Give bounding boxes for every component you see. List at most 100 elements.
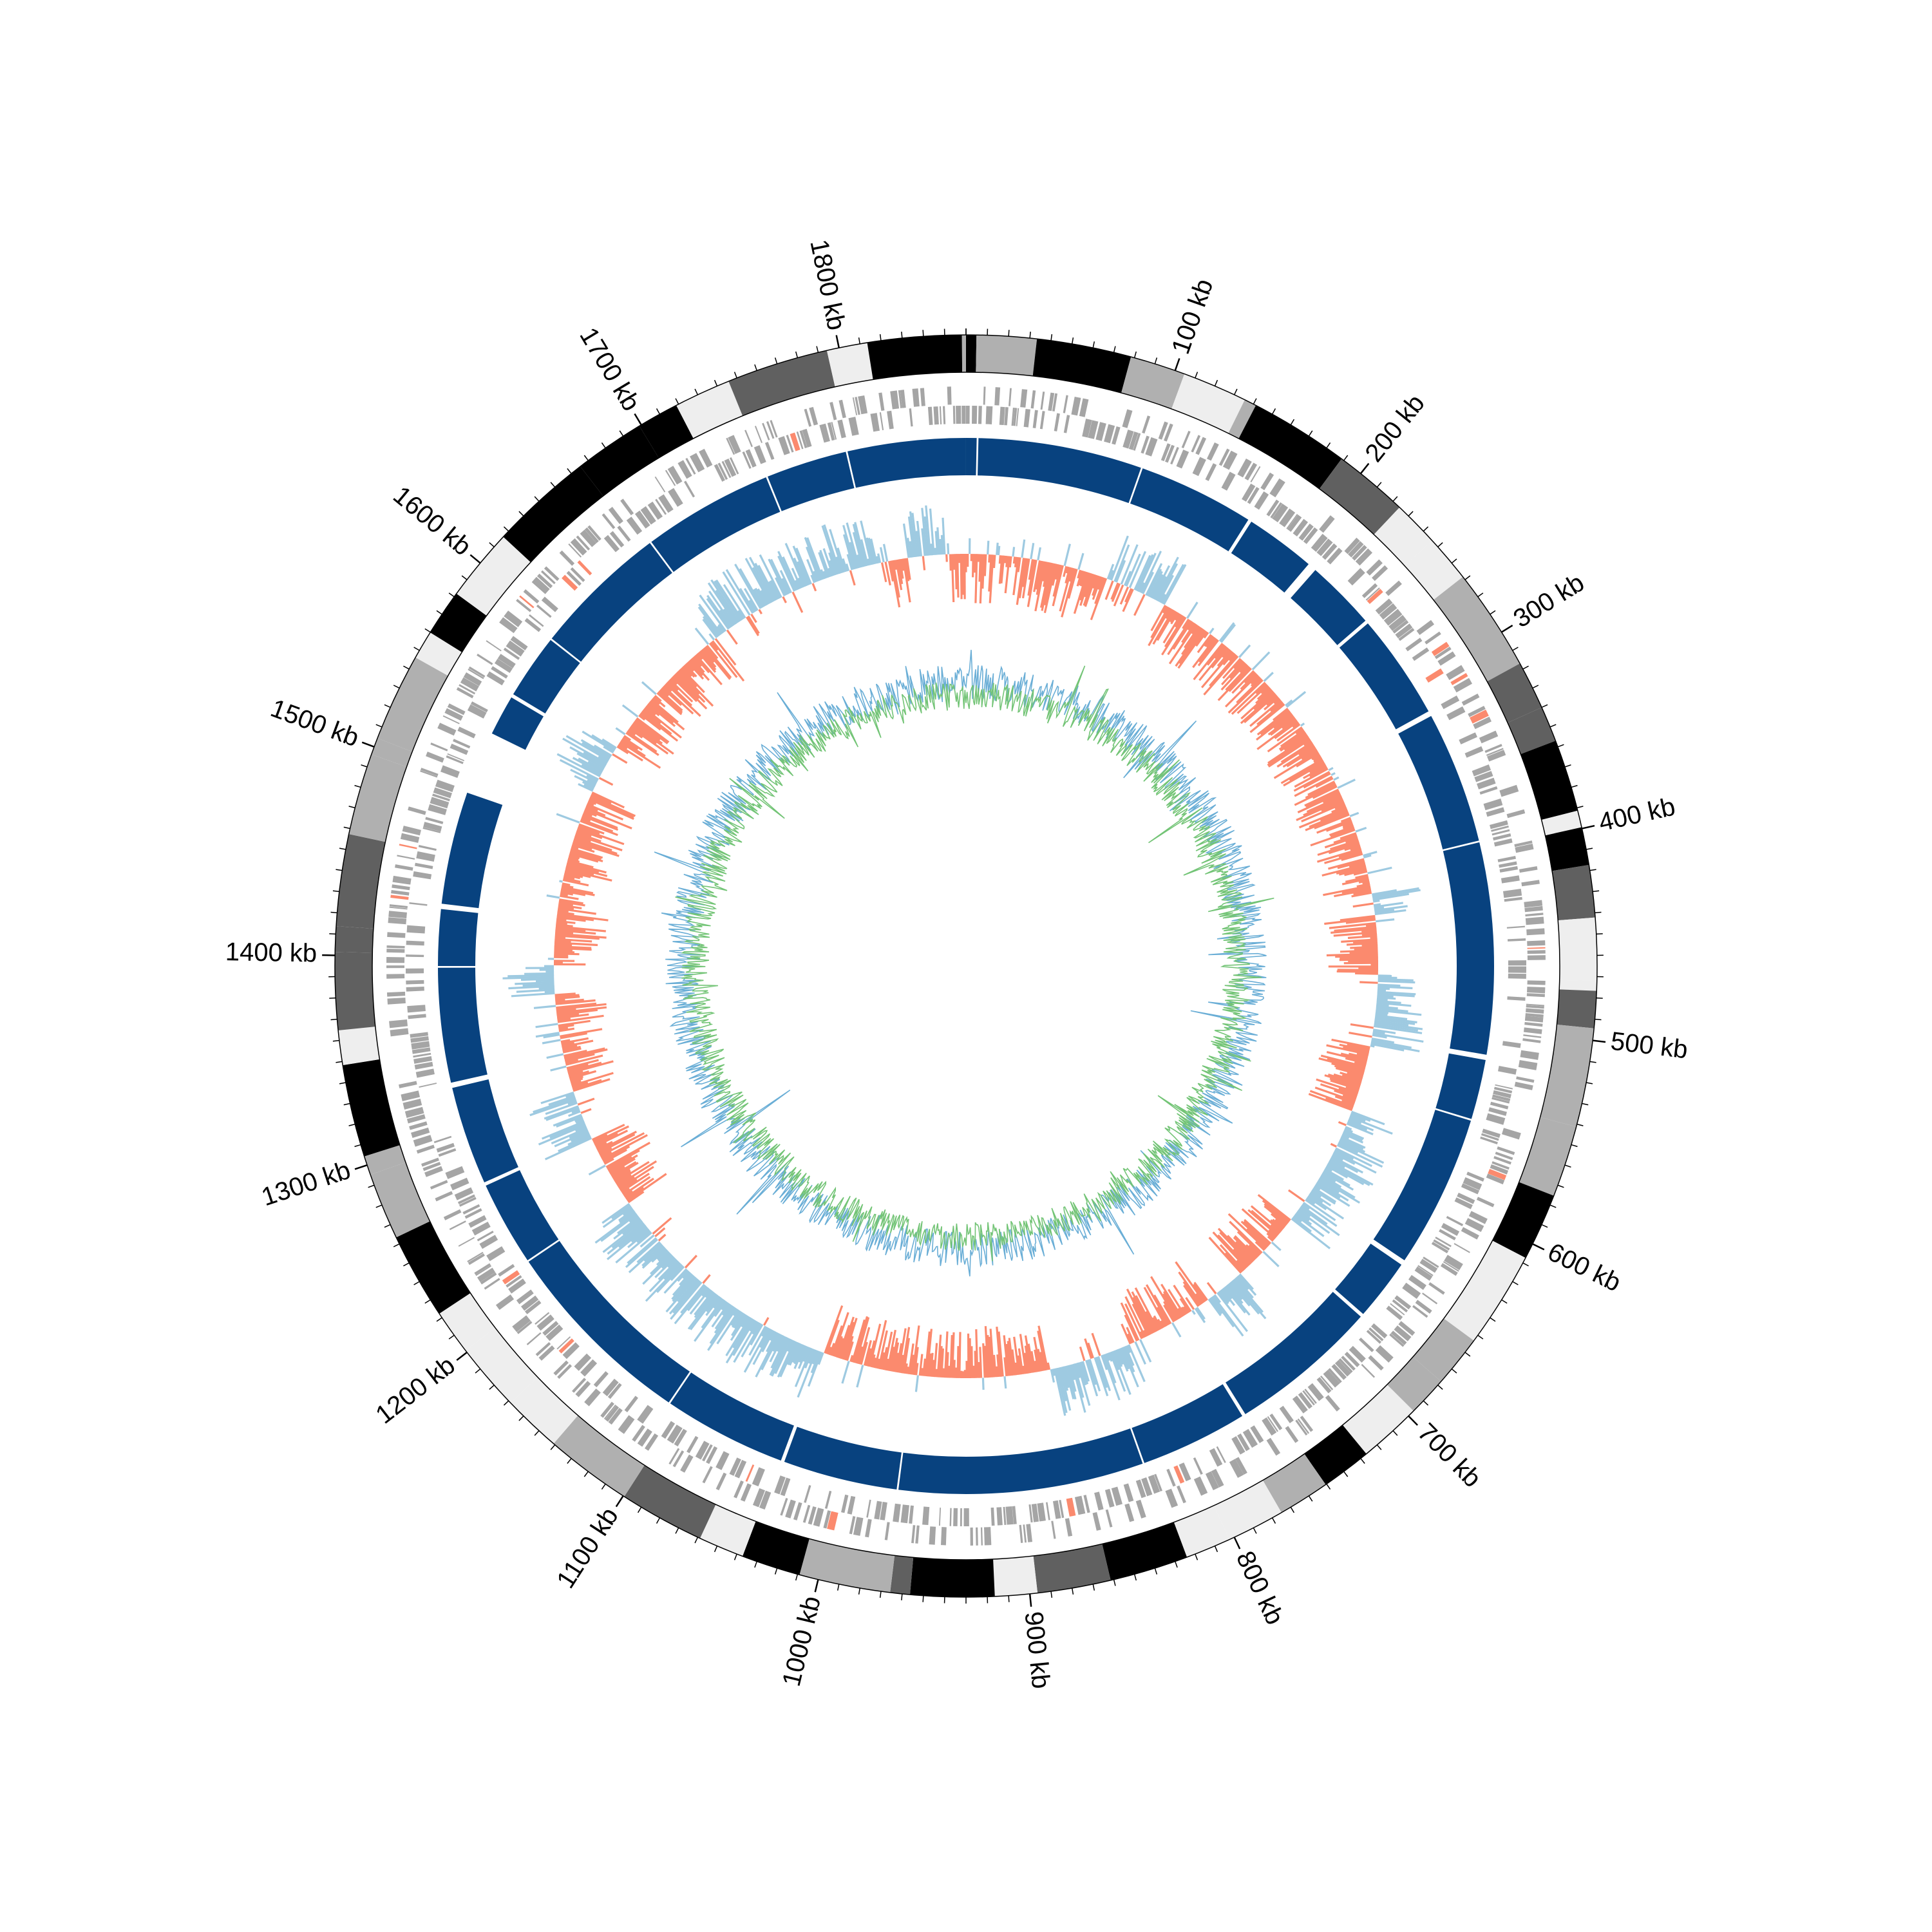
- skew-bar-negative: [1235, 1241, 1255, 1262]
- gene-feature: [1366, 559, 1383, 576]
- skew-bar-negative: [564, 1047, 605, 1059]
- skew-bar-positive: [748, 600, 757, 612]
- skew-bar-negative: [1320, 808, 1348, 822]
- skew-bar-negative: [940, 1348, 944, 1378]
- gene-feature: [1295, 1419, 1308, 1436]
- gene-feature: [976, 1527, 978, 1546]
- skew-bar-negative: [1350, 846, 1361, 851]
- skew-bar-positive: [1232, 1279, 1267, 1320]
- skew-bar-negative: [559, 898, 583, 905]
- skew-bar-negative: [555, 999, 596, 1005]
- gene-feature: [444, 708, 464, 721]
- contig-block: [651, 477, 781, 573]
- skew-bar-negative: [569, 1070, 589, 1078]
- skew-bar-positive: [1311, 1189, 1322, 1198]
- gene-feature: [506, 1275, 522, 1288]
- skew-bar-negative: [918, 1354, 923, 1376]
- skew-bar-positive: [760, 590, 770, 605]
- gene-feature: [406, 925, 426, 934]
- skew-bar-positive: [606, 1226, 648, 1260]
- skew-bar-negative: [1341, 1074, 1363, 1082]
- skew-bar-negative: [1307, 781, 1336, 796]
- skew-bar-positive: [1146, 569, 1162, 597]
- skew-bar-negative: [1267, 735, 1309, 764]
- gene-feature: [884, 1522, 890, 1540]
- gene-feature: [887, 410, 894, 430]
- skew-bar-negative: [1295, 728, 1304, 735]
- gene-feature: [1005, 1506, 1014, 1525]
- skew-bar-positive: [1109, 1352, 1126, 1392]
- skew-bar-negative: [1087, 1342, 1094, 1359]
- skew-bar-positive: [1238, 1273, 1254, 1290]
- skew-bar-positive: [1220, 623, 1236, 643]
- skew-bar-negative: [668, 679, 694, 703]
- skew-bar-positive: [1363, 854, 1372, 858]
- skew-bar-positive: [797, 577, 804, 589]
- skew-bar-negative: [1169, 611, 1178, 623]
- skew-bar-negative: [574, 837, 612, 851]
- skew-bar-positive: [601, 738, 617, 749]
- skew-bar-negative: [578, 823, 605, 835]
- gene-feature: [486, 671, 505, 686]
- ideogram-band: [1319, 459, 1400, 535]
- gene-feature: [848, 417, 859, 436]
- skew-bar-negative: [569, 1075, 583, 1082]
- skew-bar-positive: [866, 537, 875, 565]
- gene-feature: [1349, 1345, 1366, 1363]
- gene-feature: [1020, 389, 1028, 408]
- gene-feature: [717, 462, 728, 480]
- gene-feature: [553, 1360, 569, 1376]
- skew-bar-negative: [927, 1353, 932, 1377]
- gene-feature: [734, 1459, 747, 1479]
- minor-tick: [503, 526, 509, 532]
- minor-tick: [1437, 542, 1443, 547]
- gene-feature: [1303, 527, 1318, 544]
- skew-bar-negative: [1312, 785, 1338, 799]
- gene-feature: [837, 419, 846, 439]
- skew-bar-positive: [733, 1321, 759, 1363]
- skew-bar-positive: [1262, 1251, 1280, 1267]
- minor-tick: [1092, 341, 1095, 348]
- gene-feature: [1285, 1426, 1299, 1443]
- gene-feature: [468, 666, 486, 678]
- gene-feature: [1486, 748, 1504, 756]
- skew-bar-negative: [560, 1028, 603, 1037]
- skew-bar-positive: [714, 1305, 735, 1334]
- skew-bar-positive: [879, 547, 885, 563]
- skew-bar-negative: [1195, 630, 1208, 647]
- skew-bar-negative: [665, 683, 701, 717]
- gene-feature: [449, 1220, 466, 1231]
- skew-bar-negative: [1182, 1306, 1189, 1314]
- gene-feature: [603, 535, 620, 553]
- skew-bar-negative: [587, 801, 594, 806]
- gene-feature: [1499, 861, 1517, 868]
- skew-bar-negative: [658, 1233, 667, 1242]
- skew-bar-negative: [1325, 820, 1352, 832]
- skew-bar-negative: [638, 714, 646, 721]
- skew-bar-positive: [1333, 776, 1340, 781]
- skew-bar-positive: [581, 763, 601, 776]
- contig-block: [1226, 1292, 1361, 1414]
- gene-feature: [1164, 423, 1173, 442]
- minor-tick: [1512, 1281, 1519, 1285]
- skew-bar-negative: [906, 1366, 909, 1374]
- gene-feature: [667, 1425, 683, 1444]
- skew-bar-negative: [590, 795, 636, 817]
- skew-bar-negative: [1335, 1066, 1364, 1077]
- skew-bar-negative: [626, 730, 658, 753]
- skew-bar-negative: [996, 1366, 999, 1378]
- skew-bar-negative: [1273, 713, 1293, 730]
- skew-bar-positive: [1320, 1176, 1356, 1198]
- skew-bar-positive: [515, 981, 554, 985]
- gene-feature: [392, 875, 412, 885]
- skew-bar-positive: [687, 1286, 708, 1312]
- contig-block: [438, 967, 488, 1083]
- ideogram-band: [1121, 357, 1185, 409]
- gene-feature: [754, 426, 762, 443]
- skew-bar-positive: [611, 1222, 645, 1249]
- skew-bar-negative: [1333, 931, 1377, 937]
- skew-bar-positive: [529, 1098, 577, 1117]
- skew-bar-positive: [1102, 1354, 1121, 1401]
- skew-bar-negative: [1000, 555, 1005, 584]
- gene-feature: [1221, 471, 1236, 491]
